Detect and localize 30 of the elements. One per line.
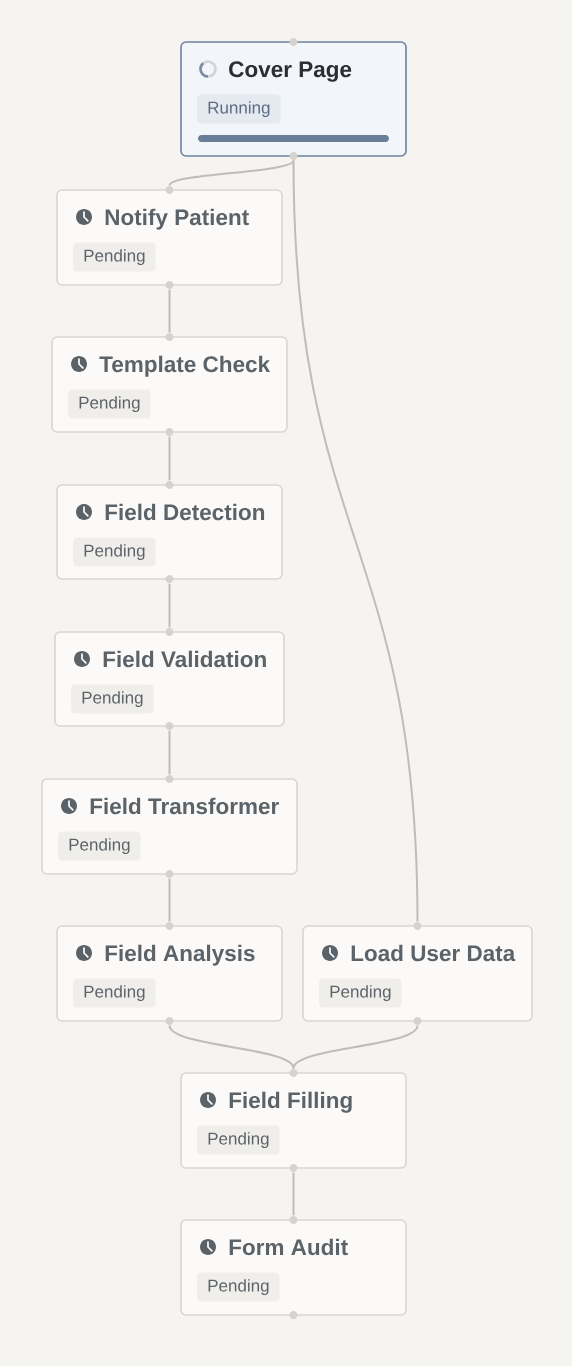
connector-line <box>168 582 171 629</box>
status-badge: Pending <box>197 1125 280 1155</box>
node-title: Load User Data <box>351 944 516 962</box>
node-title: Cover Page <box>229 61 352 82</box>
node-title: Field Detection <box>105 503 265 521</box>
status-badge: Pending <box>68 389 151 419</box>
node-title: Field Transformer <box>90 797 279 815</box>
status-badge: Pending <box>319 978 402 1008</box>
connector-line <box>168 729 171 776</box>
connector-line <box>292 159 419 923</box>
status-badge: Pending <box>73 978 156 1008</box>
node-title: Field Filling <box>229 1091 352 1113</box>
connector-line <box>168 288 171 334</box>
node-title: Template Check <box>99 355 271 377</box>
node-title: Field Analysis <box>105 944 255 966</box>
connector-line <box>168 435 171 482</box>
status-badge: Pending <box>73 242 156 272</box>
status-badge: Pending <box>71 684 154 714</box>
connector-line <box>168 1024 295 1070</box>
connector-line <box>292 1171 295 1217</box>
status-badge: Pending <box>58 831 141 861</box>
status-badge: Pending <box>73 537 156 567</box>
connector-line <box>292 1024 419 1070</box>
node-title: Notify Patient <box>105 208 249 230</box>
status-badge: Running <box>197 94 281 124</box>
connector-line <box>168 877 171 923</box>
connector-line <box>168 159 295 187</box>
status-badge: Pending <box>197 1272 280 1302</box>
node-title: Form Audit <box>229 1238 348 1256</box>
node-title: Field Validation <box>103 650 266 668</box>
